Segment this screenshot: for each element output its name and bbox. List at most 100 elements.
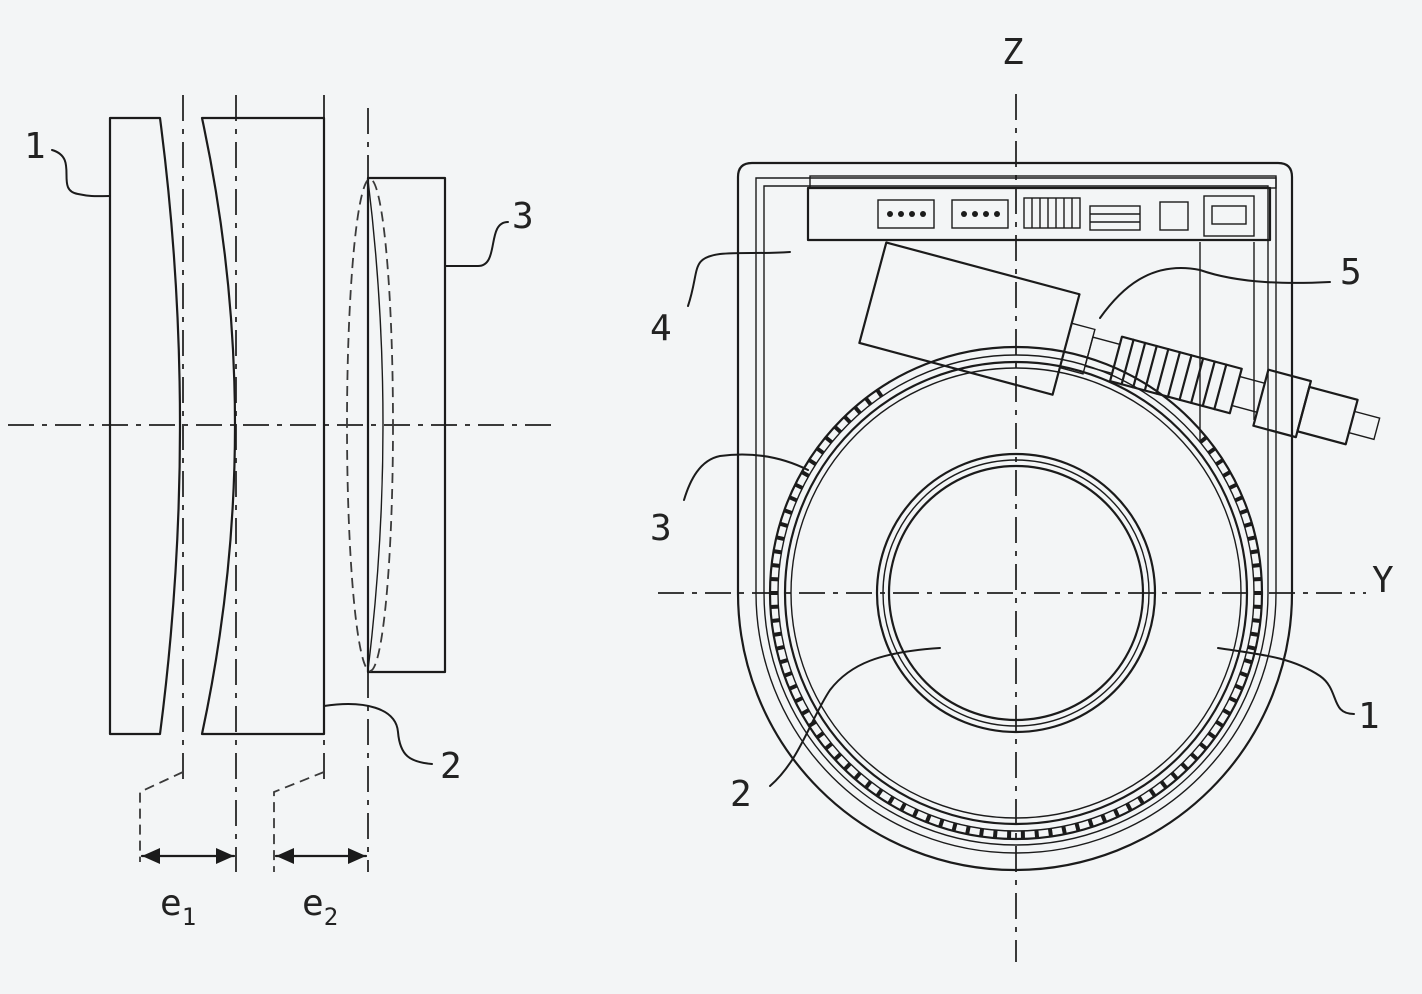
gear-tooth xyxy=(875,388,884,398)
label-3-right: 3 xyxy=(650,508,672,549)
gear-tooth xyxy=(1189,752,1199,761)
gear-tooth xyxy=(1207,731,1217,740)
e2-extension-left xyxy=(273,771,325,872)
gear-tooth xyxy=(783,508,793,515)
gear-tooth xyxy=(875,788,884,798)
gear-tooth xyxy=(1087,818,1094,828)
gear-tooth xyxy=(864,396,873,406)
gear-tooth xyxy=(1243,521,1253,528)
e1-arrow-left xyxy=(142,848,160,864)
gear-tooth xyxy=(1137,795,1145,805)
label-2-right: 2 xyxy=(730,774,752,815)
e2-arrow-left xyxy=(276,848,294,864)
leader-1-right xyxy=(1217,647,1355,715)
gear-tooth xyxy=(771,618,780,623)
gear-tooth xyxy=(788,495,798,503)
leader-4 xyxy=(687,251,791,307)
worm-bearing xyxy=(1231,375,1266,414)
gear-tooth xyxy=(951,822,958,832)
gear-tooth xyxy=(1125,802,1133,812)
gear-tooth xyxy=(1239,671,1249,678)
inner-optic-mid xyxy=(882,459,1150,727)
label-1-right: 1 xyxy=(1358,696,1380,737)
gear-tooth xyxy=(773,631,782,637)
gear-tooth xyxy=(1247,535,1257,542)
label-1: 1 xyxy=(24,126,46,167)
leader-2 xyxy=(323,703,433,765)
gear-tooth xyxy=(800,708,810,716)
lens-ring xyxy=(783,360,1249,826)
gear-tooth xyxy=(979,828,985,837)
gear-tooth xyxy=(815,446,825,455)
gear-tooth xyxy=(1234,495,1244,503)
label-5: 5 xyxy=(1340,252,1362,293)
gear-tooth xyxy=(1247,644,1257,651)
gear-tooth xyxy=(1100,814,1108,823)
label-4: 4 xyxy=(650,308,672,349)
inner-optic-inner xyxy=(887,464,1145,722)
gear-tooth xyxy=(1228,696,1238,704)
gear-tooth xyxy=(779,658,789,665)
hidden-lens-outline xyxy=(346,178,394,672)
gear-tooth xyxy=(1170,771,1179,781)
gear-tooth xyxy=(773,549,782,555)
gear-tooth xyxy=(899,802,907,812)
gear-tooth xyxy=(992,829,998,839)
bracket xyxy=(1252,368,1312,439)
label-2: 2 xyxy=(440,746,462,787)
gear-tooth xyxy=(779,521,789,528)
leader-3-right xyxy=(683,453,809,501)
gear-tooth xyxy=(1222,708,1232,716)
worm-gear xyxy=(1108,335,1243,415)
e1-arrow-right xyxy=(216,848,234,864)
housing-outer xyxy=(736,161,1294,872)
lens-element-2 xyxy=(200,116,326,736)
gear-tooth xyxy=(924,814,932,823)
gear-tooth xyxy=(1061,825,1067,835)
gear-tooth xyxy=(1228,482,1238,490)
gear-tooth xyxy=(775,535,785,542)
bracket-pin xyxy=(1347,410,1381,441)
gear-tooth xyxy=(771,563,780,568)
gear-tooth xyxy=(1034,829,1040,839)
gear-tooth xyxy=(824,742,834,751)
gear-tooth xyxy=(788,683,798,691)
gear-tooth xyxy=(911,808,919,818)
dimension-e2-label: e2 xyxy=(302,883,338,931)
circuit-board xyxy=(806,175,1277,440)
gear-tooth xyxy=(864,780,873,790)
leader-1 xyxy=(51,149,111,198)
gear-tooth xyxy=(1113,808,1121,818)
bracket-block xyxy=(1296,385,1359,446)
gear-tooth xyxy=(1239,508,1249,515)
gear-tooth xyxy=(833,425,843,434)
gear-tooth xyxy=(783,671,793,678)
motor-assembly xyxy=(858,241,1381,446)
gear-tooth xyxy=(853,771,862,781)
gear-tooth xyxy=(794,482,804,490)
gear-tooth xyxy=(1215,720,1224,728)
leader-5 xyxy=(1099,267,1331,319)
gear-tooth xyxy=(824,435,834,444)
gear-tooth xyxy=(1215,458,1224,466)
dimension-e1-label: e1 xyxy=(160,883,196,931)
housing-inner xyxy=(755,177,1277,854)
lens-element-1 xyxy=(108,116,182,736)
e2-arrow-right xyxy=(348,848,366,864)
gear-tooth xyxy=(1234,683,1244,691)
gear-tooth xyxy=(1047,828,1053,837)
device-front-view: Z Y 4 5 3 1 2 xyxy=(650,32,1394,962)
gear-tooth xyxy=(1243,658,1253,665)
gear-tooth xyxy=(815,731,825,740)
housing-inner-2 xyxy=(763,185,1269,846)
gear-tooth xyxy=(853,405,862,415)
lens-element-3 xyxy=(366,176,447,674)
gear-tooth xyxy=(843,415,852,424)
lens-ring-inner xyxy=(790,367,1242,819)
gear-tooth xyxy=(843,762,852,771)
leader-3 xyxy=(444,221,509,267)
e1-extension-left xyxy=(139,771,184,862)
gear-tooth xyxy=(775,644,785,651)
gear-tooth xyxy=(1159,780,1168,790)
